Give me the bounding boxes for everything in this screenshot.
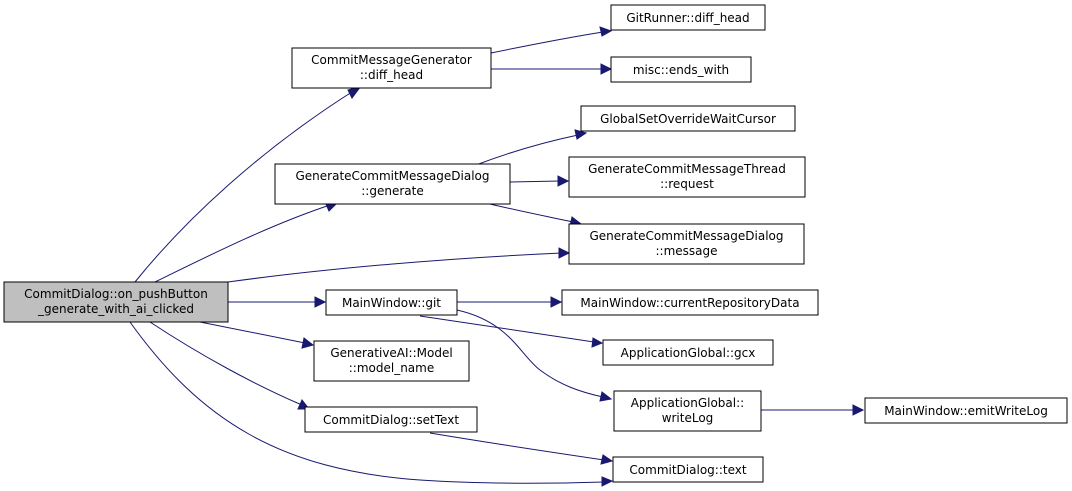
edge-root-to-commitdialog-text xyxy=(129,321,614,487)
node-appglobal-gcx[interactable]: ApplicationGlobal::gcx xyxy=(602,339,774,366)
node-genai-model-name[interactable]: GenerativeAI::Model ::model_name xyxy=(313,340,470,382)
genai-model-name-box xyxy=(313,340,470,382)
global-wait-cursor-label: GlobalSetOverrideWaitCursor xyxy=(600,112,776,126)
root-node-line1: CommitDialog::on_pushButton xyxy=(24,287,208,301)
appglobal-writelog-line1: ApplicationGlobal:: xyxy=(631,396,744,410)
cmg-diff-head-line1: CommitMessageGenerator xyxy=(311,53,472,67)
root-node-line2: _generate_with_ai_clicked xyxy=(37,302,194,316)
edge-generate-to-thread-request xyxy=(509,175,570,187)
edge-root-to-commitdialog-settext xyxy=(149,321,311,410)
gitrunner-diff-head-label: GitRunner::diff_head xyxy=(626,11,749,25)
node-gcmt-request[interactable]: GenerateCommitMessageThread ::request xyxy=(568,156,806,198)
node-root[interactable]: CommitDialog::on_pushButton _generate_wi… xyxy=(3,281,229,323)
commitdialog-text-box xyxy=(612,456,764,483)
edge-root-to-gcmd-message xyxy=(227,247,571,283)
gcmd-message-box xyxy=(568,223,805,265)
gcmt-request-box xyxy=(568,156,806,198)
node-appglobal-writelog[interactable]: ApplicationGlobal:: writeLog xyxy=(613,390,762,432)
mainwindow-emitwritelog-label: MainWindow::emitWriteLog xyxy=(884,404,1048,418)
genai-model-name-line1: GenerativeAI::Model xyxy=(330,346,452,360)
mainwindow-git-label: MainWindow::git xyxy=(342,296,441,310)
mainwindow-emitwritelog-box xyxy=(864,397,1068,424)
edge-generate-to-wait-cursor xyxy=(475,129,588,166)
edge-git-to-gcx xyxy=(419,315,604,348)
nodes: CommitDialog::on_pushButton _generate_wi… xyxy=(3,4,1068,483)
edge-root-to-genai-model-name xyxy=(199,321,315,349)
gcmd-generate-line1: GenerateCommitMessageDialog xyxy=(296,169,490,183)
appglobal-gcx-box xyxy=(602,339,774,366)
node-mainwindow-git[interactable]: MainWindow::git xyxy=(325,289,458,316)
misc-ends-with-label: misc::ends_with xyxy=(633,63,729,77)
mainwindow-git-box xyxy=(325,289,458,316)
node-commitdialog-text[interactable]: CommitDialog::text xyxy=(612,456,764,483)
node-gcmd-generate[interactable]: GenerateCommitMessageDialog ::generate xyxy=(274,163,511,205)
node-commitdialog-settext[interactable]: CommitDialog::setText xyxy=(304,406,478,433)
node-global-wait-cursor[interactable]: GlobalSetOverrideWaitCursor xyxy=(580,105,796,132)
edge-cmg-diff-head-to-gitrunner xyxy=(490,26,613,54)
gitrunner-diff-head-box xyxy=(610,4,766,31)
node-mainwindow-current-repo[interactable]: MainWindow::currentRepositoryData xyxy=(561,289,819,316)
edge-root-to-gcmd-generate xyxy=(154,201,340,283)
gcmd-message-line2: ::message xyxy=(655,244,717,258)
genai-model-name-line2: ::model_name xyxy=(349,361,434,375)
mainwindow-current-repo-label: MainWindow::currentRepositoryData xyxy=(580,296,799,310)
node-misc-ends-with[interactable]: misc::ends_with xyxy=(610,56,752,83)
appglobal-gcx-label: ApplicationGlobal::gcx xyxy=(621,346,756,360)
misc-ends-with-box xyxy=(610,56,752,83)
appglobal-writelog-line2: writeLog xyxy=(662,411,714,425)
commitdialog-settext-label: CommitDialog::setText xyxy=(323,413,459,427)
edge-settext-to-text xyxy=(429,432,614,465)
mainwindow-current-repo-box xyxy=(561,289,819,316)
edge-generate-to-message xyxy=(489,203,583,227)
root-node-box xyxy=(3,281,229,323)
node-mainwindow-emitwritelog[interactable]: MainWindow::emitWriteLog xyxy=(864,397,1068,424)
edge-git-to-writelog xyxy=(456,309,613,402)
edge-git-to-current-repo xyxy=(457,296,563,308)
appglobal-writelog-box xyxy=(613,390,762,432)
cmg-diff-head-box xyxy=(291,47,492,89)
gcmt-request-line2: ::request xyxy=(660,177,714,191)
node-gitrunner-diff-head[interactable]: GitRunner::diff_head xyxy=(610,4,766,31)
global-wait-cursor-box xyxy=(580,105,796,132)
edge-root-to-mainwindow-git xyxy=(228,296,327,308)
edge-writelog-to-emitwritelog xyxy=(761,404,865,416)
commitdialog-settext-box xyxy=(304,406,478,433)
gcmd-message-line1: GenerateCommitMessageDialog xyxy=(590,229,784,243)
commitdialog-text-label: CommitDialog::text xyxy=(629,463,746,477)
gcmt-request-line1: GenerateCommitMessageThread xyxy=(588,162,786,176)
node-gcmd-message[interactable]: GenerateCommitMessageDialog ::message xyxy=(568,223,805,265)
gcmd-generate-box xyxy=(274,163,511,205)
edge-cmg-diff-head-to-misc xyxy=(491,63,613,75)
node-cmg-diff-head[interactable]: CommitMessageGenerator ::diff_head xyxy=(291,47,492,89)
gcmd-generate-line2: ::generate xyxy=(361,184,423,198)
cmg-diff-head-line2: ::diff_head xyxy=(360,68,423,82)
